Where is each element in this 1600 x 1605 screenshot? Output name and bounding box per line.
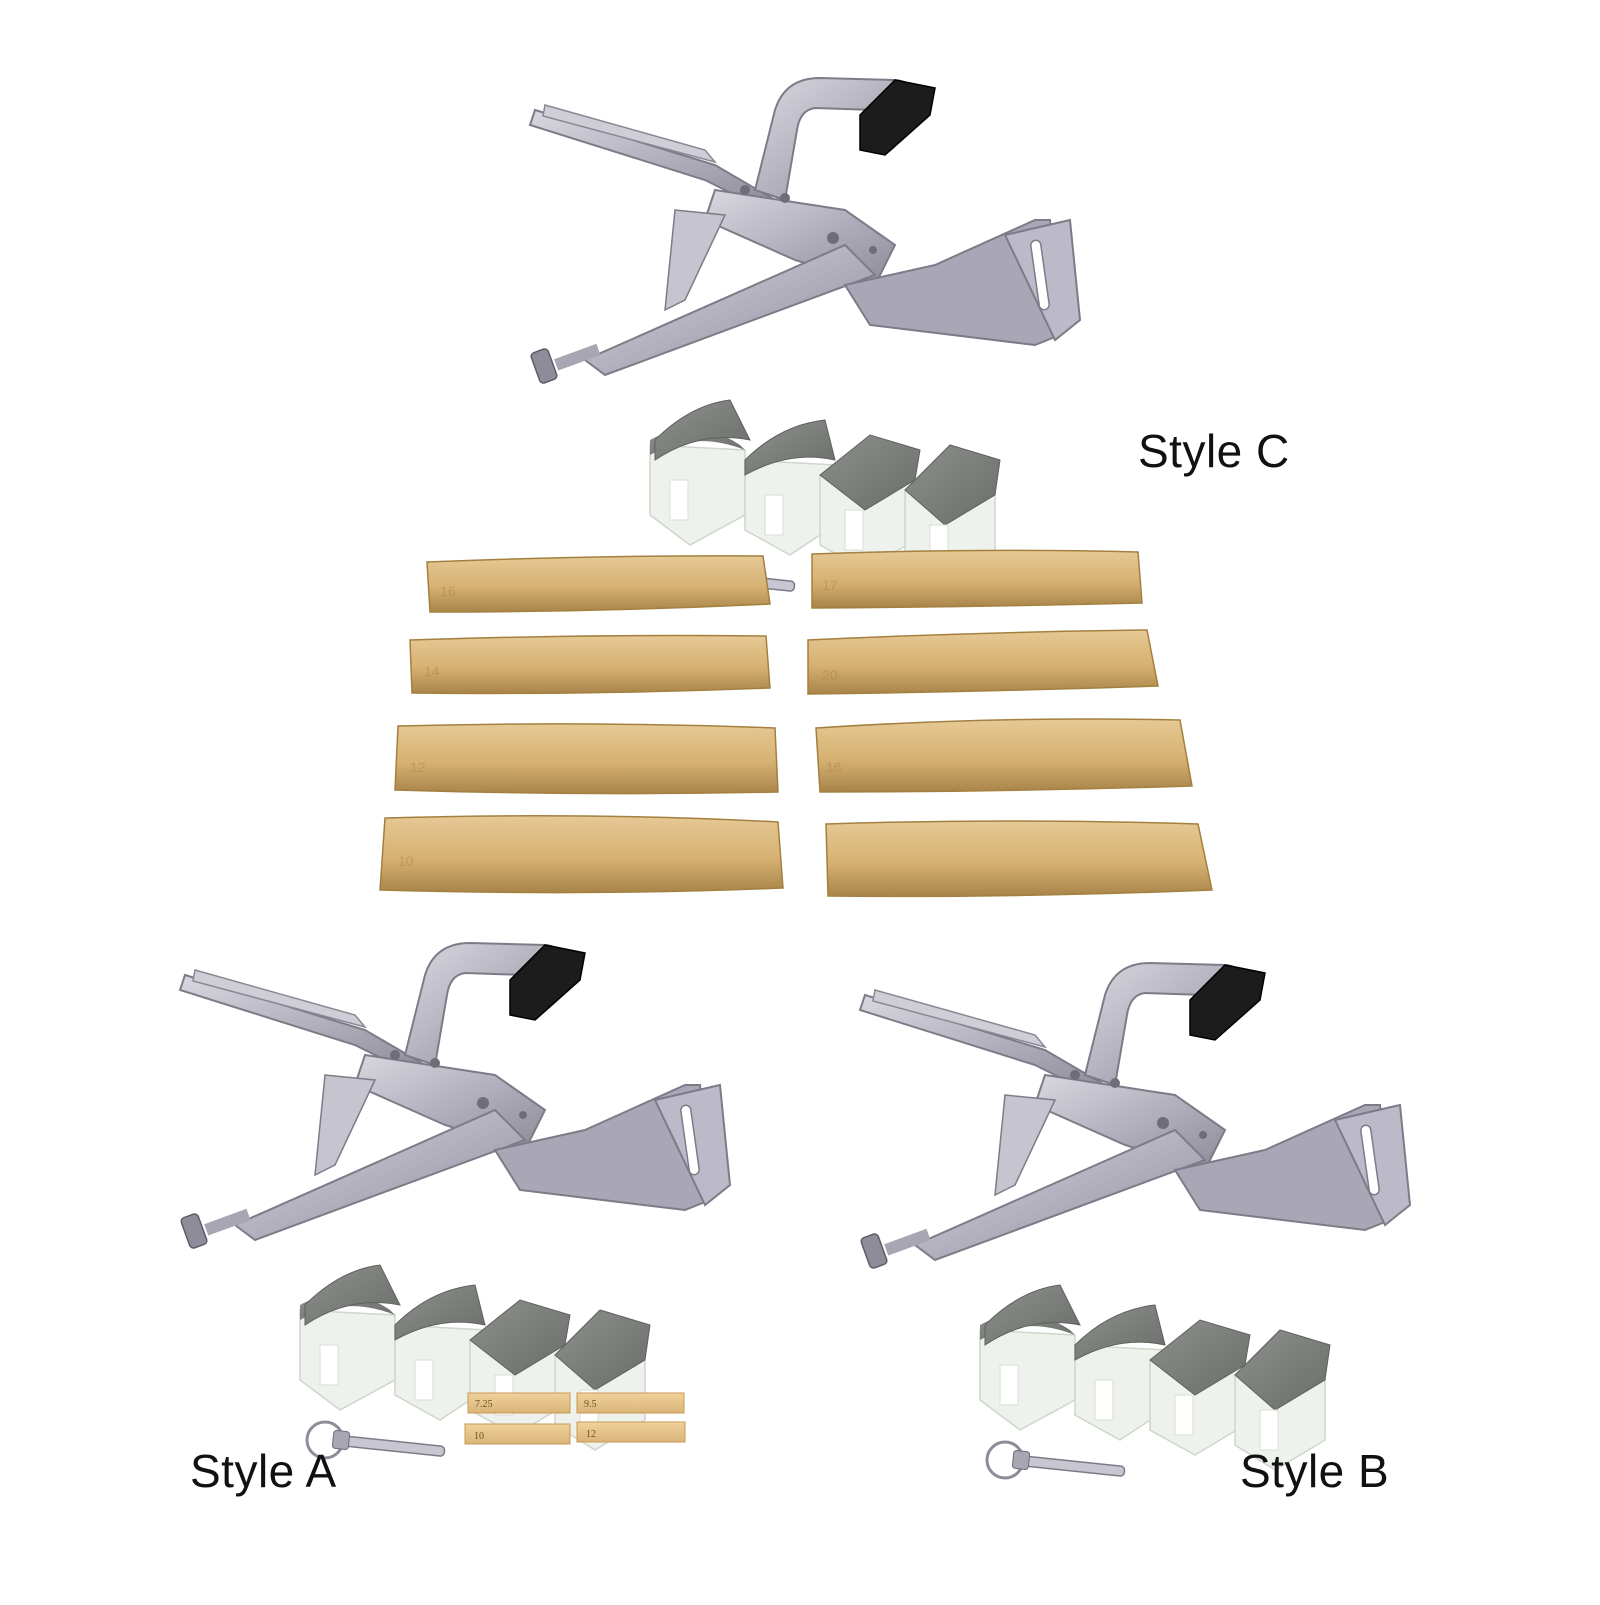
shim-left-4-label: 10: [398, 853, 414, 869]
shim-right-3: 16: [815, 718, 1193, 793]
small-shim-2: 9.5: [576, 1392, 685, 1414]
shim-right-2-label: 20: [822, 667, 838, 683]
shim-left-3: 12: [394, 723, 779, 795]
small-shim-1-label: 7.25: [475, 1399, 493, 1410]
small-shim-4: 12: [576, 1421, 686, 1443]
style-a-label: Style A: [190, 1445, 337, 1497]
shim-left-3-label: 12: [410, 759, 426, 775]
style-a-clamp-kit: [178, 941, 732, 1460]
style-c-clamp-kit: [528, 76, 1082, 595]
shim-right-4: [825, 820, 1213, 898]
small-shim-3-label: 10: [474, 1431, 484, 1442]
small-shim-1: 7.25: [467, 1392, 571, 1414]
small-shim-2-label: 9.5: [584, 1399, 597, 1410]
shim-left-1-label: 16: [440, 583, 456, 599]
shim-right-1: 17: [811, 549, 1143, 609]
shim-left-2-label: 14: [424, 663, 440, 679]
shim-left-1: 16: [426, 555, 771, 613]
shim-left-4: 10: [379, 815, 784, 894]
small-shim-4-label: 12: [586, 1429, 596, 1440]
style-c-label: Style C: [1138, 425, 1290, 477]
shim-right-1-label: 17: [822, 577, 838, 593]
small-shim-3: 10: [464, 1423, 571, 1445]
style-b-clamp-kit: [858, 961, 1412, 1480]
style-b-label: Style B: [1240, 1445, 1390, 1497]
shim-right-2: 20: [807, 629, 1159, 695]
shim-left-2: 14: [409, 634, 771, 695]
shim-right-3-label: 16: [826, 759, 842, 775]
